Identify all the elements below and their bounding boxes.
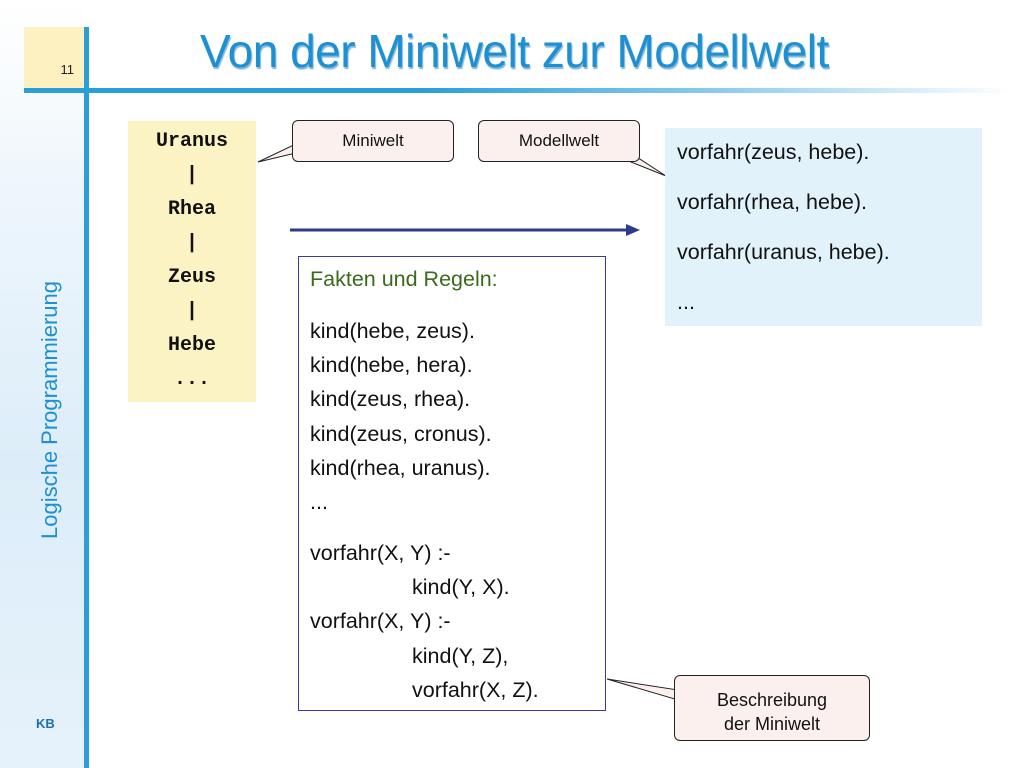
tree-ellipsis: ... <box>173 368 210 391</box>
modell-fact: vorfahr(uranus, hebe). <box>677 240 890 264</box>
fact-line: kind(rhea, uranus). <box>310 456 491 480</box>
tree-node-hebe: Hebe <box>167 334 216 357</box>
rule2-head: vorfahr(X, Y) :- <box>310 609 451 633</box>
beschreibung-callout-pointer <box>606 678 679 701</box>
slide-title: Von der Miniwelt zur Modellwelt <box>200 25 829 77</box>
left-sidebar-band <box>0 0 84 768</box>
facts-ellipsis: ... <box>310 490 328 514</box>
fact-line: kind(hebe, zeus). <box>310 319 475 343</box>
fact-line: kind(hebe, hera). <box>310 353 473 377</box>
rule2-body-1: kind(Y, Z), <box>412 644 509 668</box>
rule1-body: kind(Y, X). <box>412 575 510 599</box>
modellwelt-box: vorfahr(zeus, hebe). vorfahr(rhea, hebe)… <box>665 128 982 326</box>
vertical-accent-line <box>84 27 89 768</box>
fact-line: kind(zeus, cronus). <box>310 422 492 446</box>
tree-node-zeus: Zeus <box>167 266 216 289</box>
rule2-body-2: vorfahr(X, Z). <box>412 678 539 702</box>
fact-line: kind(zeus, rhea). <box>310 387 471 411</box>
tree-connector: | <box>185 164 198 187</box>
modell-fact: vorfahr(zeus, hebe). <box>677 140 870 164</box>
tree-node-rhea: Rhea <box>167 198 216 221</box>
program-box: Fakten und Regeln: kind(hebe, zeus). kin… <box>298 256 606 711</box>
modell-ellipsis: ... <box>677 290 695 314</box>
beschreibung-line-1: Beschreibung <box>716 690 828 710</box>
slide-number-box: 11 <box>24 27 86 91</box>
rule1-head: vorfahr(X, Y) :- <box>310 541 451 565</box>
tree-node-uranus: Uranus <box>155 130 228 153</box>
program-header: Fakten und Regeln: <box>310 267 498 291</box>
tree-connector: | <box>185 300 198 323</box>
slide-number: 11 <box>60 62 75 77</box>
miniwelt-family-tree: Uranus | Rhea | Zeus | Hebe ... <box>128 121 256 402</box>
modell-fact: vorfahr(rhea, hebe). <box>677 190 868 214</box>
modellwelt-callout: Modellwelt <box>478 120 640 162</box>
horizontal-accent-line <box>24 88 1014 93</box>
miniwelt-callout: Miniwelt <box>292 120 454 162</box>
beschreibung-callout: Beschreibung der Miniwelt <box>674 675 870 741</box>
beschreibung-line-2: der Miniwelt <box>723 714 821 734</box>
footer-initials: KB <box>36 716 55 731</box>
arrow-head <box>626 224 640 236</box>
tree-connector: | <box>185 232 198 255</box>
